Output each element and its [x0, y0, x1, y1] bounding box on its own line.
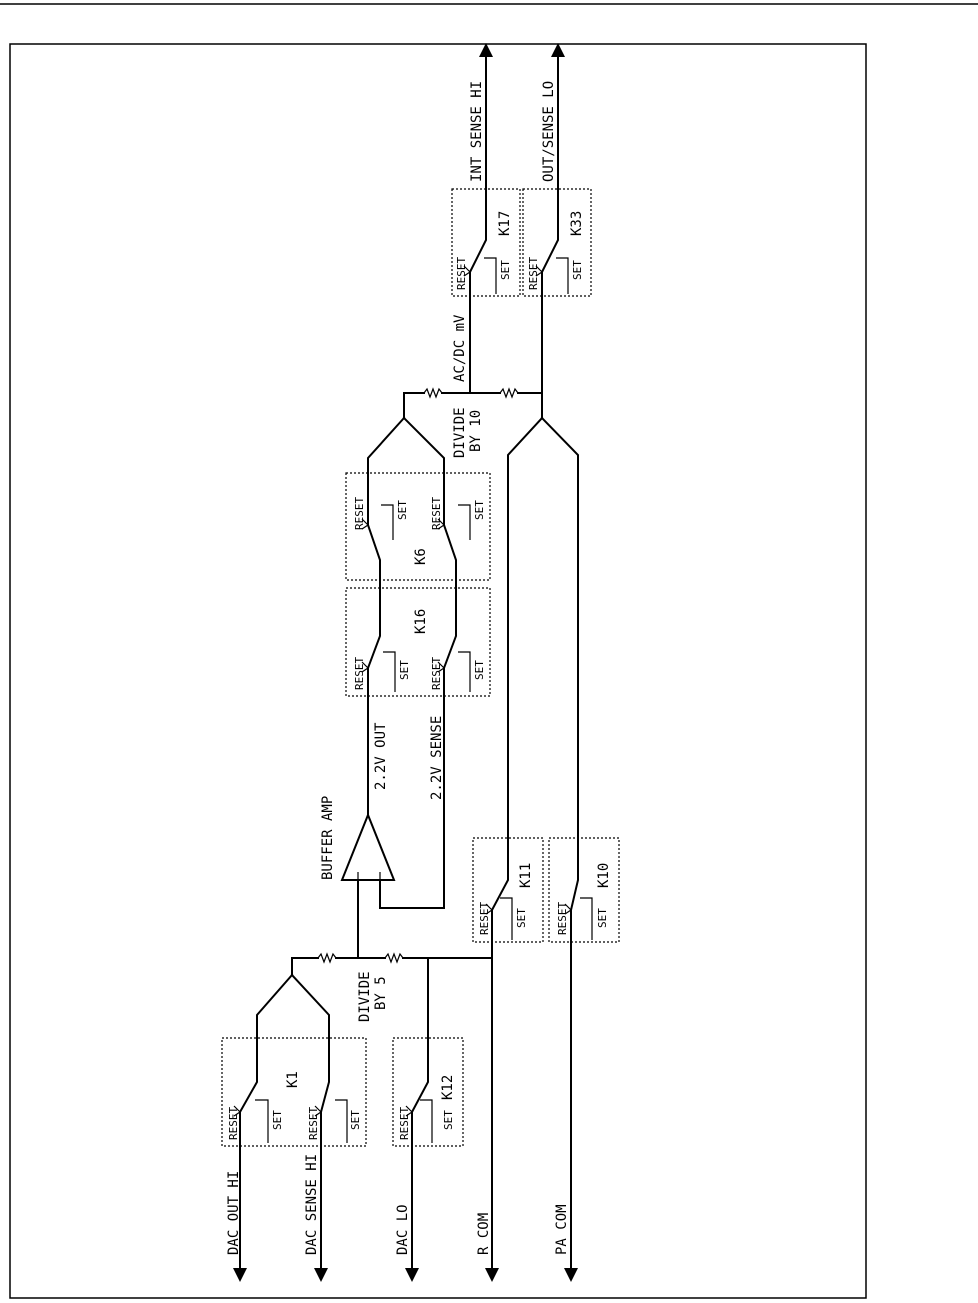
label-dac-sense-hi: DAC SENSE HI	[304, 1154, 320, 1255]
label-divide-by-10-line2: BY 10	[468, 410, 484, 452]
set-label: SET	[473, 500, 486, 520]
set-label: SET	[596, 908, 609, 928]
label-k11: K11	[518, 863, 534, 888]
relay-box-k10	[548, 837, 620, 943]
reset-label: RESET	[527, 257, 540, 290]
k16-k6-switch-out	[367, 416, 406, 681]
label-out-sense-lo: OUT/SENSE LO	[541, 81, 557, 182]
relay-box-k1	[221, 1037, 367, 1147]
label-pa-com: PA COM	[554, 1204, 570, 1255]
label-k17: K17	[497, 211, 513, 236]
k10-switch	[540, 416, 579, 926]
relay-box-k12	[392, 1037, 464, 1147]
label-divide-by-10-line1: DIVIDE	[452, 407, 468, 458]
k11-switch	[491, 416, 544, 956]
set-label: SET	[442, 1110, 455, 1130]
divide-by-5-resistor-b	[384, 952, 404, 964]
label-dac-out-hi: DAC OUT HI	[226, 1171, 242, 1255]
diagram-frame	[9, 43, 867, 1299]
reset-label: RESET	[353, 497, 366, 530]
reset-label: RESET	[430, 657, 443, 690]
reset-label: RESET	[455, 257, 468, 290]
k16-k6-switch-sense	[402, 416, 457, 681]
label-k6: K6	[413, 548, 429, 565]
divide-by-5-resistor-a	[317, 952, 337, 964]
label-divide-by-5-line1: DIVIDE	[357, 971, 373, 1022]
set-label: SET	[571, 260, 584, 280]
reset-label: RESET	[430, 497, 443, 530]
k33-switch	[541, 43, 565, 394]
reset-label: RESET	[478, 902, 491, 935]
label-k1: K1	[285, 1071, 301, 1088]
k1-switch-a	[239, 973, 294, 1126]
contact-symbols	[233, 257, 593, 1143]
label-buffer-amp: BUFFER AMP	[320, 796, 336, 880]
reset-label: RESET	[227, 1107, 240, 1140]
k1-switch-b	[290, 973, 330, 1126]
contact-labels: RESET SET RESET SET RESET SET RESET SET …	[227, 257, 609, 1140]
relay-box-k11	[472, 837, 544, 943]
k12-switch	[411, 957, 429, 1126]
set-label: SET	[271, 1110, 284, 1130]
set-label: SET	[396, 500, 409, 520]
set-label: SET	[349, 1110, 362, 1130]
label-2v2-out: 2.2V OUT	[373, 722, 389, 790]
label-int-sense-hi: INT SENSE HI	[469, 81, 485, 182]
k17-switch	[469, 43, 493, 394]
label-k10: K10	[596, 863, 612, 888]
label-2v2-sense: 2.2V SENSE	[429, 716, 445, 800]
relay-box-k16	[345, 587, 491, 697]
set-label: SET	[515, 908, 528, 928]
buffer-amp-symbol	[340, 812, 396, 881]
reset-label: RESET	[556, 902, 569, 935]
set-label: SET	[398, 660, 411, 680]
reset-label: RESET	[353, 657, 366, 690]
amp-feedback-wire	[379, 679, 445, 909]
label-r-com: R COM	[476, 1213, 492, 1255]
label-k33: K33	[569, 211, 585, 236]
label-k12: K12	[440, 1075, 456, 1100]
divide-by-10-resistor-b	[499, 387, 519, 399]
divide-by-10-resistor-a	[423, 387, 443, 399]
label-dac-lo: DAC LO	[395, 1204, 411, 1255]
set-label: SET	[473, 660, 486, 680]
reset-label: RESET	[398, 1107, 411, 1140]
relay-box-k6	[345, 472, 491, 581]
label-divide-by-5-line2: BY 5	[373, 976, 389, 1010]
label-k16: K16	[413, 609, 429, 634]
reset-label: RESET	[307, 1107, 320, 1140]
set-label: SET	[499, 260, 512, 280]
label-acdc-mv: AC/DC mV	[452, 314, 468, 382]
